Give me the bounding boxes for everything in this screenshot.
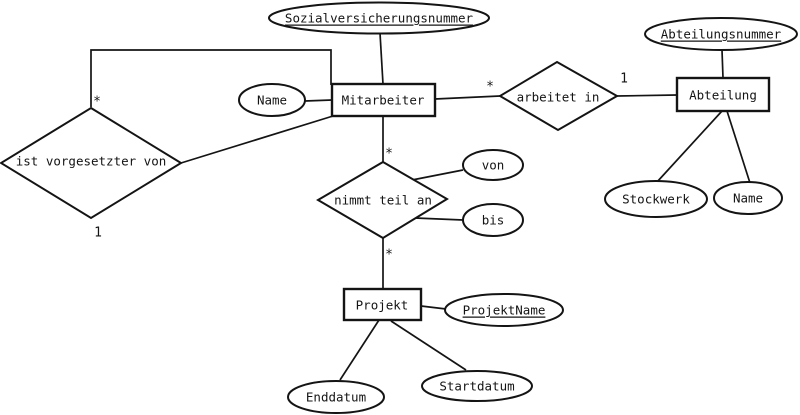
- cardinality-vorgesetzter-one: 1: [94, 226, 102, 241]
- entity-abteilung: Abteilung: [675, 76, 771, 113]
- attribute-name-abteilung: Name: [713, 181, 783, 215]
- relationship-diamond: [0, 106, 183, 220]
- attribute-bis: bis: [462, 203, 524, 237]
- connector-name-mitarbeiter: [304, 99, 333, 102]
- connector-arbeitet-in-abteilung: [616, 94, 678, 97]
- attribute-ellipse: [713, 181, 783, 215]
- attribute-label: Startdatum: [439, 379, 514, 394]
- connector-sozialversicherungsnummer-mitarbeiter: [379, 32, 384, 85]
- attribute-label: Stockwerk: [622, 192, 690, 207]
- connector-nimmt-teil-an-von: [411, 169, 464, 181]
- connector-abteilung-name: [726, 110, 751, 184]
- connector-abteilungsnummer-abteilung: [721, 49, 724, 79]
- relationship-label: arbeitet in: [517, 90, 600, 105]
- cardinality-nimmt-projekt-many: *: [385, 248, 393, 263]
- attribute-ellipse: [268, 1, 490, 35]
- attribute-label: Enddatum: [306, 390, 366, 405]
- connector-projekt-projektname: [420, 305, 447, 310]
- attribute-ellipse: [444, 293, 564, 327]
- attribute-enddatum: Enddatum: [287, 380, 385, 414]
- attribute-label: Name: [257, 93, 287, 108]
- relationship-ist-vorgesetzter-von: ist vorgesetzter von: [0, 106, 183, 220]
- attribute-stockwerk: Stockwerk: [604, 180, 708, 218]
- attribute-projektname: ProjektName: [444, 293, 564, 327]
- attribute-label: ProjektName: [463, 303, 546, 318]
- relationship-diamond: [498, 60, 620, 132]
- attribute-label: Sozialversicherungsnummer: [285, 11, 474, 26]
- relationship-label: ist vorgesetzter von: [16, 154, 167, 169]
- entity-box: [330, 82, 437, 118]
- entity-mitarbeiter: Mitarbeiter: [330, 82, 437, 118]
- entity-box: [675, 76, 771, 113]
- cardinality-arbeitet-one: 1: [620, 72, 628, 87]
- entity-label: Abteilung: [689, 88, 757, 103]
- attribute-ellipse: [644, 17, 798, 51]
- entity-box: [342, 287, 423, 322]
- attribute-ellipse: [287, 380, 385, 414]
- connector-abteilung-stockwerk: [656, 110, 723, 183]
- entity-projekt: Projekt: [342, 287, 423, 322]
- entity-label: Projekt: [356, 298, 409, 313]
- attribute-ellipse: [462, 203, 524, 237]
- relationship-diamond: [316, 160, 449, 240]
- attribute-ellipse: [462, 149, 524, 181]
- cardinality-arbeitet-many: *: [486, 80, 494, 95]
- attribute-label: bis: [482, 213, 505, 228]
- attribute-ellipse: [421, 370, 533, 402]
- relationship-label: nimmt teil an: [334, 193, 432, 208]
- connector-vorgesetzter-right-mitarbeiter: [180, 115, 334, 164]
- connector-nimmt-teil-an-bis: [414, 217, 464, 221]
- attribute-ellipse: [238, 83, 306, 117]
- attribute-label: von: [482, 158, 505, 173]
- relationship-nimmt-teil-an: nimmt teil an: [316, 160, 449, 240]
- entity-label: Mitarbeiter: [342, 93, 425, 108]
- attribute-sozialversicherungsnummer: Sozialversicherungsnummer: [268, 1, 490, 35]
- attribute-label: Name: [733, 191, 763, 206]
- relationship-arbeitet-in: arbeitet in: [498, 60, 620, 132]
- attribute-ellipse: [604, 180, 708, 218]
- connector-projekt-enddatum: [339, 319, 380, 381]
- connector-vorgesetzter-top-mitarbeiter: [90, 49, 332, 107]
- connector-projekt-startdatum: [390, 320, 467, 371]
- cardinality-nimmt-mitarbeiter-many: *: [385, 147, 393, 162]
- cardinality-vorgesetzter-many: *: [93, 95, 101, 110]
- attribute-von: von: [462, 149, 524, 181]
- attribute-abteilungsnummer: Abteilungsnummer: [644, 17, 798, 51]
- attribute-label: Abteilungsnummer: [661, 27, 782, 42]
- attribute-startdatum: Startdatum: [421, 370, 533, 402]
- connector-mitarbeiter-arbeitet-in: [434, 95, 501, 100]
- attribute-name-mitarbeiter: Name: [238, 83, 306, 117]
